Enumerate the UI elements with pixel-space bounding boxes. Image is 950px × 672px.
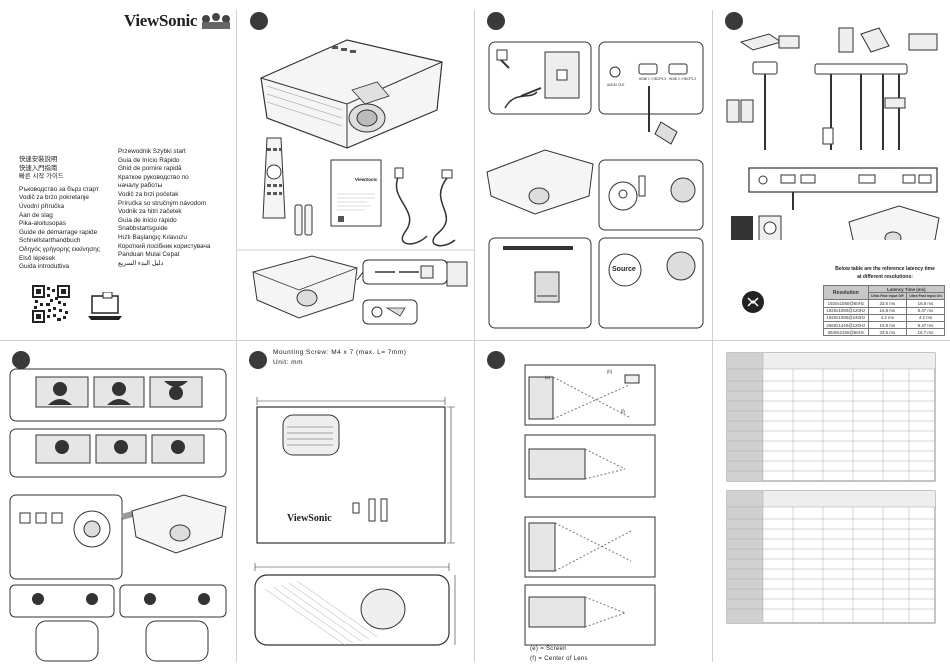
separator: [474, 10, 475, 662]
projector-brand-label: ViewSonic: [287, 513, 332, 524]
device-connection-diagram: [726, 27, 940, 240]
language-title: Schnellstarthandbuch: [19, 237, 81, 245]
language-title: Vodič za brzi početak: [118, 190, 179, 198]
projection-mode-illustration: [9, 368, 227, 662]
hdmi1-label: HDMI 1 / HDCP2.3: [639, 77, 666, 81]
language-title: Guia de Início Rápido: [118, 156, 180, 164]
qr-code-icon[interactable]: [32, 285, 70, 323]
height-tag: (h): [607, 369, 613, 374]
step-number-badge: [250, 12, 268, 30]
language-title: Vodnik za hitri začetek: [118, 208, 182, 216]
language-title: Ghid de pornire rapidă: [118, 165, 182, 173]
col-resolution: Resolution: [823, 284, 869, 301]
language-title: Przewodnik Szybki start: [118, 148, 186, 155]
screen-tag: (e): [545, 375, 551, 380]
separator: [236, 10, 237, 662]
latency-caption-2: at different resolutions:: [857, 274, 913, 280]
latency-caption-1: Below table are the reference latency ti…: [835, 266, 935, 272]
language-title: Краткое руководство по: [118, 173, 189, 181]
lens-tag: (f): [621, 409, 625, 414]
separator: [0, 340, 950, 341]
language-list-right: Przewodnik Szybki start Guia de Início R…: [118, 148, 210, 268]
mounting-dimensions-panel: Mounting Screw: M4 x 7 (max. L= 7mm) Uni…: [237, 341, 474, 672]
connect-power-panel: Source AUDIO OUT HDMI 1 / HDCP2.3 HDMI 2…: [475, 0, 712, 340]
brand-logo: ViewSonic: [124, 11, 198, 30]
language-title: Első lépések: [19, 254, 56, 262]
power-cable-drawing: [394, 167, 428, 245]
audio-out-label: AUDIO OUT: [607, 83, 625, 87]
language-title: 빠른 시작 가이드: [19, 173, 64, 181]
batteries-drawing: [294, 204, 313, 236]
step-number-badge: [487, 12, 505, 30]
remote-control-drawing: [262, 137, 286, 219]
package-illustration: [237, 39, 474, 325]
xbox-logo-icon: [742, 291, 764, 313]
guide-brand-label: ViewSonic: [355, 177, 378, 182]
language-title: Hızlı Başlangıç Kılavuzu: [118, 233, 187, 241]
throw-distance-panel: (e) (f) (h) (e) = Screen (f) = Center of…: [475, 341, 712, 672]
language-title: Aan de slag: [19, 211, 53, 219]
language-title: началу работы: [118, 182, 163, 190]
language-title: Guía de inicio rápido: [118, 216, 177, 224]
col-latency-group: Latency Time (ms): [867, 284, 946, 294]
projector-small-drawing: [131, 494, 227, 554]
language-title: Guide de démarrage rapide: [19, 228, 98, 236]
step-number-badge: [725, 12, 743, 30]
latency-table: Resolution Latency Time (ms) Ultra Fast …: [823, 284, 946, 337]
language-list-left: 快速安裝說明 快速入門指南 빠른 시작 가이드 Ръководство за б…: [19, 156, 100, 272]
connection-illustration: [486, 41, 704, 329]
laptop-icon: [88, 292, 122, 320]
language-title: Úvodní příručka: [19, 202, 65, 210]
language-title: Οδηγός γρήγορης εκκίνησης: [19, 245, 100, 253]
projection-modes-panel: [0, 341, 236, 672]
hdmi2-label: HDMI 2 / HDCP2.3: [669, 77, 696, 81]
mounting-screw-spec: Mounting Screw: M4 x 7 (max. L= 7mm): [273, 349, 407, 356]
birds-logo-icon: [202, 13, 230, 29]
unit-label: Unit: mm: [273, 359, 303, 366]
separator: [712, 10, 713, 662]
language-title: Ръководство за бърз старт: [19, 185, 99, 193]
language-title: Snabbstartsguide: [118, 225, 168, 233]
legend-screen: (e) = Screen: [530, 646, 567, 652]
projector-drawing: [260, 39, 443, 149]
projection-size-table-grid: [726, 352, 936, 624]
language-title: Vodič za brzo pokretanje: [19, 194, 89, 202]
devices-latency-panel: Below table are the reference latency ti…: [713, 0, 950, 340]
col-ultra-fast-on: Ultra Fast Input On: [905, 292, 946, 301]
cover-panel: ViewSonic 快速安裝說明 快速入門指南 빠른 시작 가이드 Ръково…: [0, 0, 236, 340]
language-title: Príručka so stručným návodom: [118, 199, 207, 207]
language-title: Guida introduttiva: [19, 263, 70, 271]
step-number-badge: [12, 351, 30, 369]
projector-small-drawing: [486, 149, 594, 215]
col-ultra-fast-off: Ultra Fast Input Off: [867, 292, 907, 301]
projector-small-drawing: [848, 205, 940, 240]
package-contents-panel: ViewSonic: [237, 0, 474, 340]
source-button-label: Source: [612, 266, 636, 273]
projector-small-drawing: [252, 255, 358, 319]
language-title: Pika-aloitusopas: [19, 220, 66, 228]
legend-lens-center: (f) = Center of Lens: [530, 656, 588, 662]
dimension-drawing: [254, 397, 456, 646]
quick-start-guide-drawing: [330, 159, 382, 227]
projection-size-tables-panel: [713, 341, 950, 672]
hdmi-cable-drawing: [432, 169, 456, 247]
language-title: Panduan Mulai Cepat: [118, 251, 180, 259]
step-number-badge: [487, 351, 505, 369]
language-title: دليل البدء السريع: [118, 259, 164, 267]
throw-diagram: [524, 364, 656, 646]
step-number-badge: [249, 351, 267, 369]
language-title: Короткий посібник користувача: [118, 242, 211, 250]
language-title: 快速安裝說明: [19, 156, 58, 163]
language-title: 快速入門指南: [19, 164, 58, 172]
